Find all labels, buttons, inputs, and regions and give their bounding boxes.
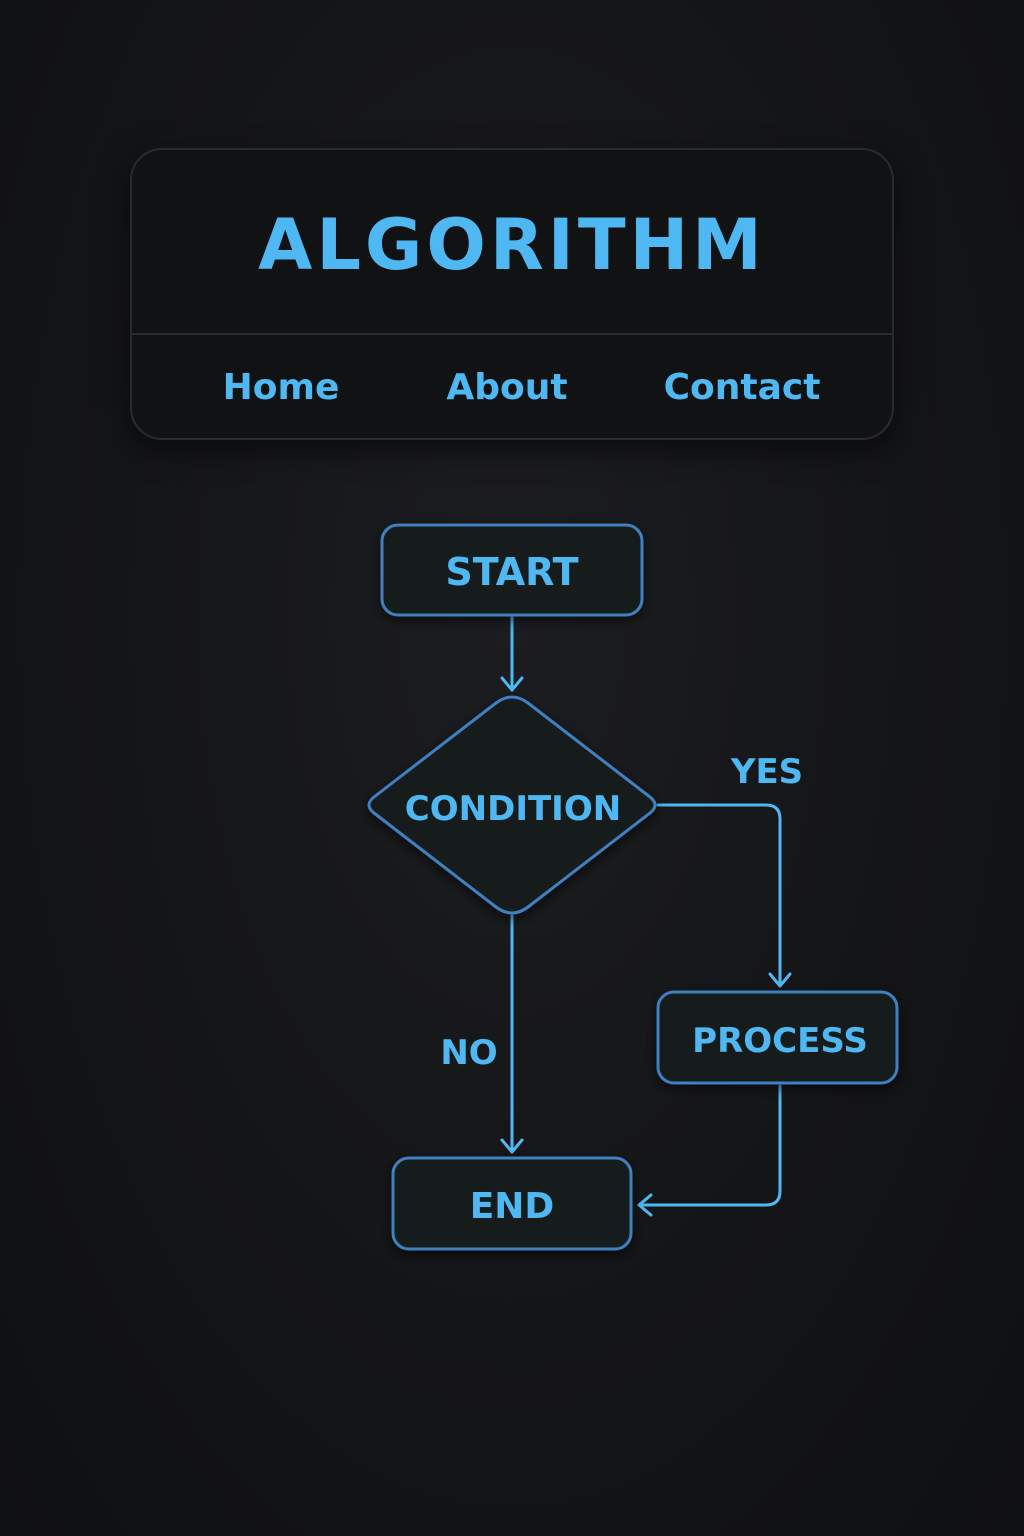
node-end	[391, 1156, 633, 1251]
node-condition-label: CONDITION	[405, 789, 621, 829]
node-start	[380, 523, 644, 617]
node-end-box	[391, 1156, 633, 1251]
node-start-label: START	[445, 550, 578, 594]
node-process-label: PROCESS	[692, 1021, 868, 1061]
page-title: ALGORITHM	[258, 203, 766, 286]
node-process	[656, 990, 899, 1085]
nav-link-contact[interactable]: Contact	[663, 367, 821, 408]
edge-process-end	[637, 1084, 782, 1207]
edge-label-yes: YES	[730, 752, 803, 792]
edge-label-no: NO	[440, 1033, 497, 1073]
arrowhead-condition-end	[500, 1138, 524, 1154]
node-process-box	[656, 990, 899, 1085]
header-card: ALGORITHM Home About Contact	[130, 148, 894, 440]
nav-link-home[interactable]: Home	[222, 367, 340, 408]
arrowhead-process-end	[637, 1193, 653, 1217]
nav-bar: Home About Contact	[132, 335, 892, 440]
header-divider	[132, 333, 892, 335]
node-end-label: END	[470, 1186, 555, 1227]
node-condition	[367, 695, 657, 915]
arrowhead-start-condition	[500, 676, 524, 692]
edge-condition-process	[656, 803, 782, 988]
nav-link-about[interactable]: About	[446, 367, 568, 408]
arrowhead-condition-process	[768, 972, 792, 988]
node-start-box	[380, 523, 644, 617]
node-condition-diamond	[367, 695, 657, 915]
